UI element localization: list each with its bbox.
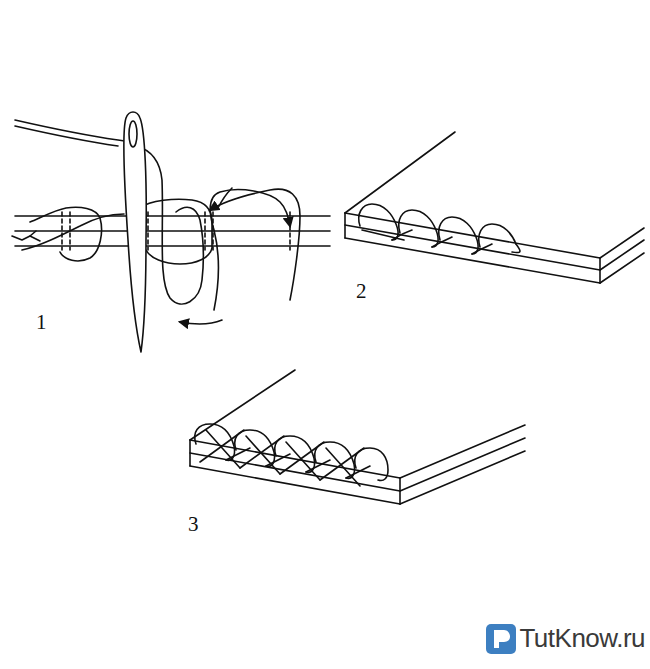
figure-number: 2: [356, 281, 367, 302]
direction-arrow: [180, 320, 222, 324]
thread-loops: [22, 199, 212, 264]
fabric-board: [190, 370, 525, 504]
overcast-stitches: [359, 204, 520, 254]
needle: [124, 112, 146, 352]
direction-arrow: [218, 188, 232, 208]
thread: [15, 120, 134, 144]
fabric-board: [345, 132, 644, 283]
direction-arrow: [210, 189, 300, 300]
thread: [15, 126, 118, 146]
watermark-logo: [486, 624, 516, 654]
figure-number: 1: [36, 312, 47, 333]
stitch-holes: [62, 212, 290, 250]
fabric-layers: [12, 216, 330, 246]
direction-arrow: [210, 190, 290, 310]
cross-stitches: [195, 424, 388, 486]
figure-number: 3: [188, 514, 199, 535]
watermark: TutKnow.ru: [519, 625, 645, 651]
